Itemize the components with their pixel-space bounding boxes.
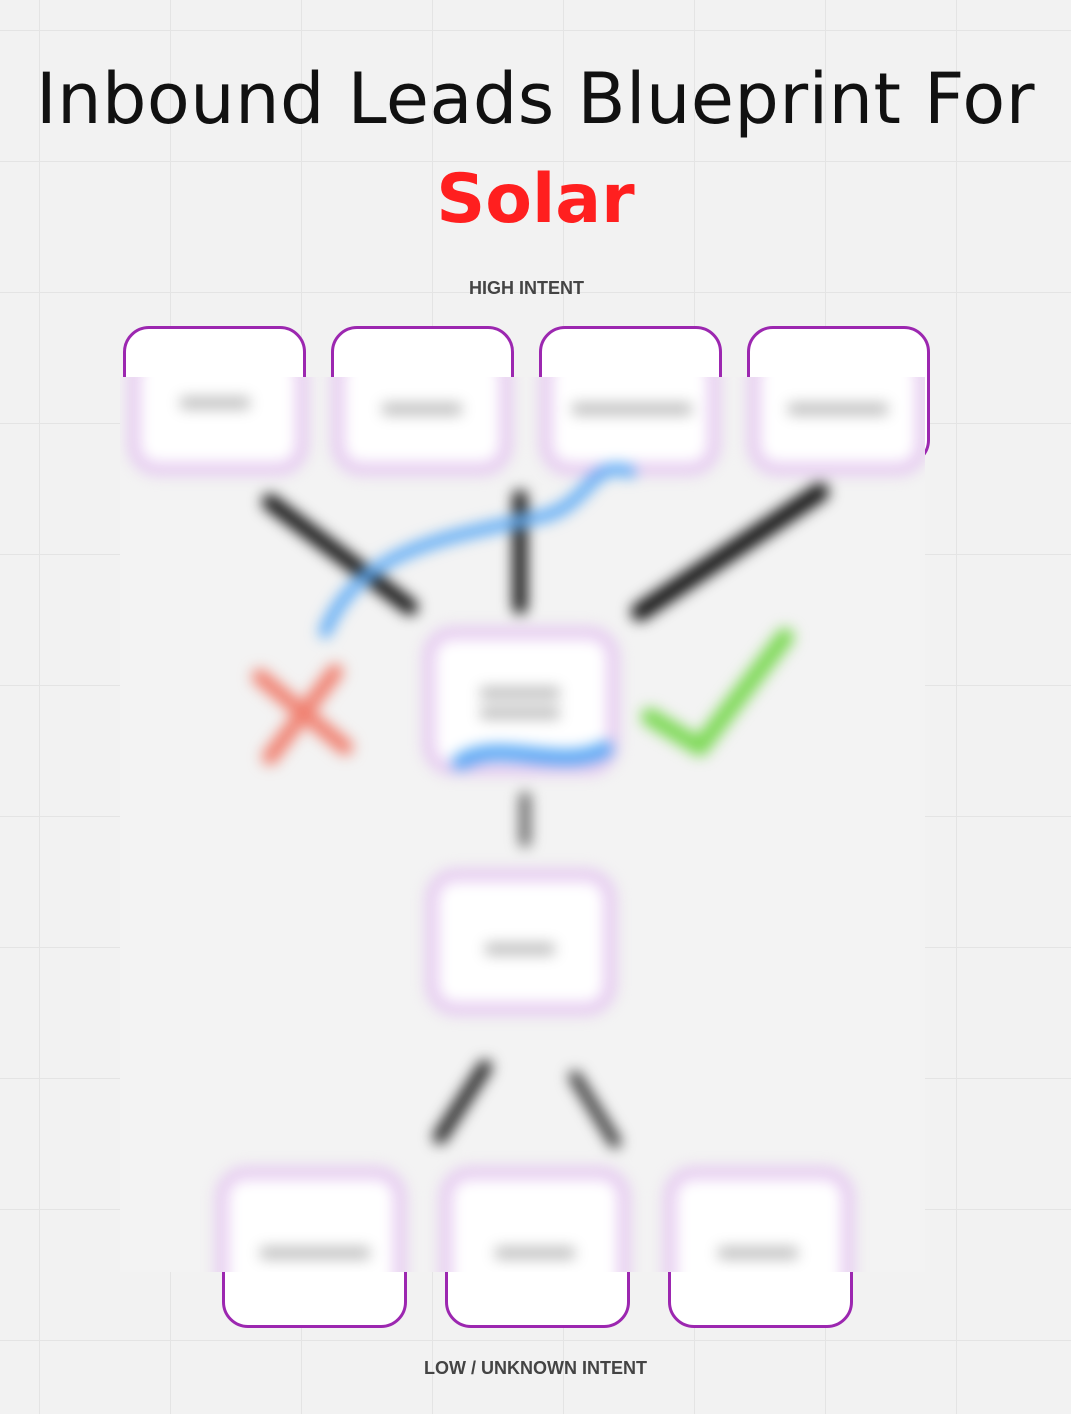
blurred-text bbox=[718, 1247, 798, 1259]
blurred-text bbox=[485, 943, 555, 955]
blurred-box-top-4 bbox=[748, 377, 925, 475]
blurred-box-bottom-3 bbox=[664, 1167, 854, 1272]
flow-curve bbox=[319, 463, 636, 638]
blurred-middle-box bbox=[426, 869, 616, 1015]
arrow-to-bottom-left bbox=[433, 1060, 492, 1144]
blurred-text bbox=[572, 403, 692, 415]
blurred-box-bottom-2 bbox=[440, 1167, 630, 1272]
low-intent-label: LOW / UNKNOWN INTENT bbox=[424, 1358, 647, 1378]
cross-icon bbox=[252, 664, 353, 765]
blurred-text bbox=[382, 403, 462, 415]
blurred-text bbox=[788, 403, 888, 415]
diagram-subtitle-solar: Solar bbox=[436, 160, 635, 239]
blurred-text bbox=[480, 687, 560, 699]
high-intent-label: HIGH INTENT bbox=[469, 278, 584, 298]
blurred-box-bottom-1 bbox=[216, 1167, 406, 1272]
blurred-box-top-1 bbox=[128, 377, 308, 475]
blurred-diagram-area bbox=[120, 377, 925, 1272]
blurred-box-top-3 bbox=[540, 377, 720, 475]
blurred-text bbox=[180, 397, 250, 409]
blurred-text bbox=[495, 1247, 575, 1259]
blurred-text bbox=[260, 1247, 370, 1259]
blurred-text bbox=[480, 707, 560, 719]
blurred-box-top-2 bbox=[332, 377, 512, 475]
arrow-from-box-4 bbox=[631, 483, 829, 621]
flow-highlight bbox=[452, 741, 613, 770]
check-icon bbox=[641, 628, 794, 756]
blurred-connectors bbox=[252, 463, 829, 1148]
diagram-title: Inbound Leads Blueprint For bbox=[35, 58, 1036, 140]
arrow-to-bottom-center bbox=[569, 1071, 621, 1148]
arrow-from-box-1 bbox=[262, 494, 418, 615]
